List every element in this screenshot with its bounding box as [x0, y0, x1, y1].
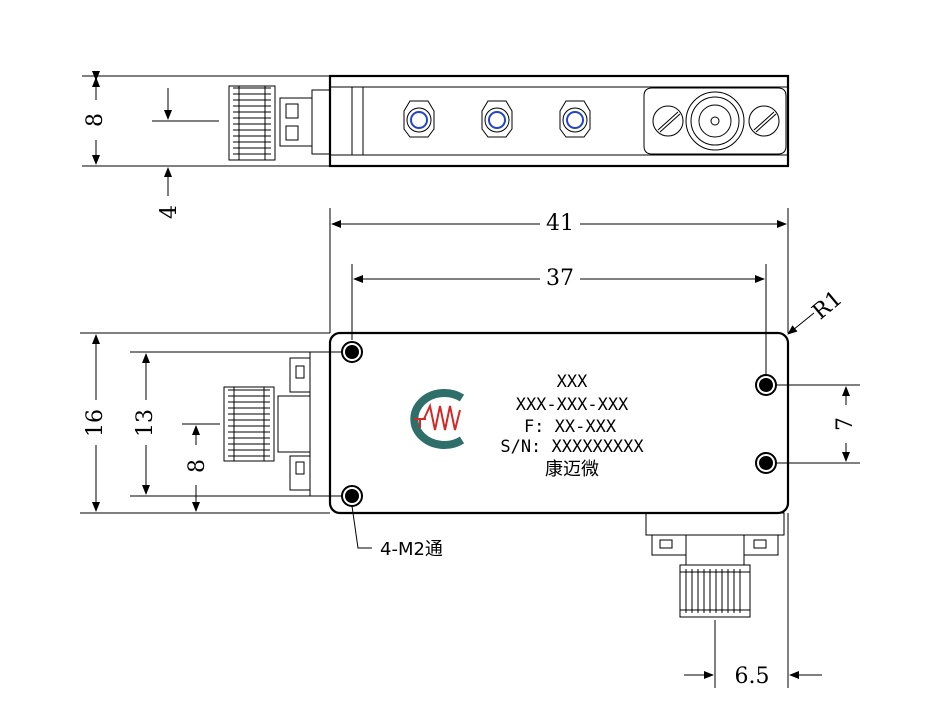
dim-side-height: 8: [83, 113, 108, 127]
dim-hole-spacing-y-left: 13: [133, 409, 158, 437]
dim-left-connector-offset: 8: [185, 459, 210, 473]
hex-nut-3: [559, 100, 591, 138]
side-view: 8 4: [82, 71, 790, 219]
dim-corner-radius: R1: [808, 286, 847, 325]
left-connector: [223, 351, 331, 497]
side-end-connector: [643, 87, 787, 155]
mount-hole-right-lower: [755, 452, 777, 474]
dim-overall-width: 16: [83, 409, 108, 437]
hex-nut-1: [403, 100, 435, 138]
company-logo: [410, 389, 465, 449]
label-line-5: 康迈微: [545, 459, 599, 480]
mount-hole-top-left: [341, 341, 363, 363]
label-line-2: XXX-XXX-XXX: [516, 395, 629, 415]
mount-hole-right-upper: [755, 374, 777, 396]
label-line-3: F: XX-XXX: [524, 417, 617, 437]
side-connector-thread: [228, 85, 276, 161]
mount-hole-bottom-left: [341, 485, 363, 507]
dim-hole-spacing-y-right: 7: [833, 417, 858, 431]
mount-holes-callout: 4-M2通: [380, 539, 443, 560]
dim-side-connector-offset: 4: [157, 205, 182, 219]
hex-nut-2: [481, 100, 513, 138]
label-line-1: XXX: [557, 372, 588, 392]
bottom-connector: [645, 512, 785, 618]
dim-bottom-connector-offset: 6.5: [735, 664, 770, 689]
label-line-4: S/N: XXXXXXXXX: [500, 437, 644, 457]
dim-overall-length: 41: [546, 211, 574, 236]
dim-hole-spacing-x: 37: [546, 266, 574, 291]
plan-view: XXX XXX-XXX-XXX F: XX-XXX S/N: XXXXXXXXX…: [80, 208, 860, 689]
